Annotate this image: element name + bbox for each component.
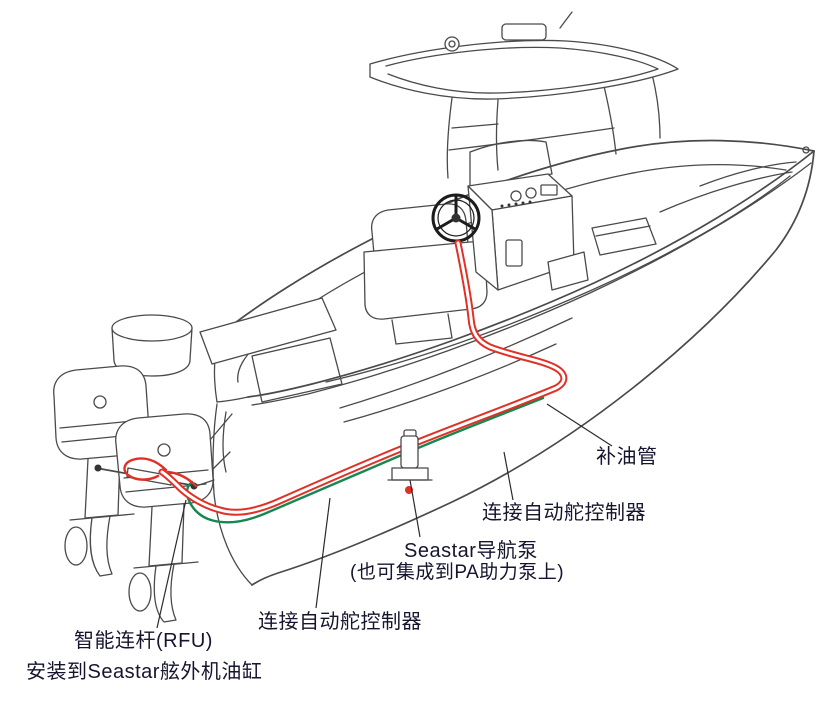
label-smart-link: 智能连杆(RFU) — [74, 630, 213, 652]
leader-lines — [156, 403, 613, 629]
engines-group — [53, 365, 233, 623]
helm-pump — [505, 239, 523, 267]
ttop-group — [369, 11, 679, 179]
label-autopilot-lower: 连接自动舵控制器 — [258, 611, 422, 633]
helm-seat — [363, 203, 488, 345]
label-pump-name: Seastar导航泵 — [404, 540, 538, 562]
livewell — [111, 314, 193, 377]
navigation-pump — [387, 429, 433, 494]
tubing-group — [123, 239, 568, 524]
radar-box — [501, 23, 547, 41]
label-pump-note: (也可集成到PA助力泵上) — [350, 562, 565, 583]
label-install-note: 安装到Seastar舷外机油缸 — [26, 661, 263, 683]
near-outboard — [115, 413, 214, 623]
label-fill-tube: 补油管 — [596, 446, 658, 468]
label-autopilot-upper: 连接自动舵控制器 — [482, 502, 646, 524]
radome — [444, 36, 460, 52]
console-group — [467, 139, 589, 291]
